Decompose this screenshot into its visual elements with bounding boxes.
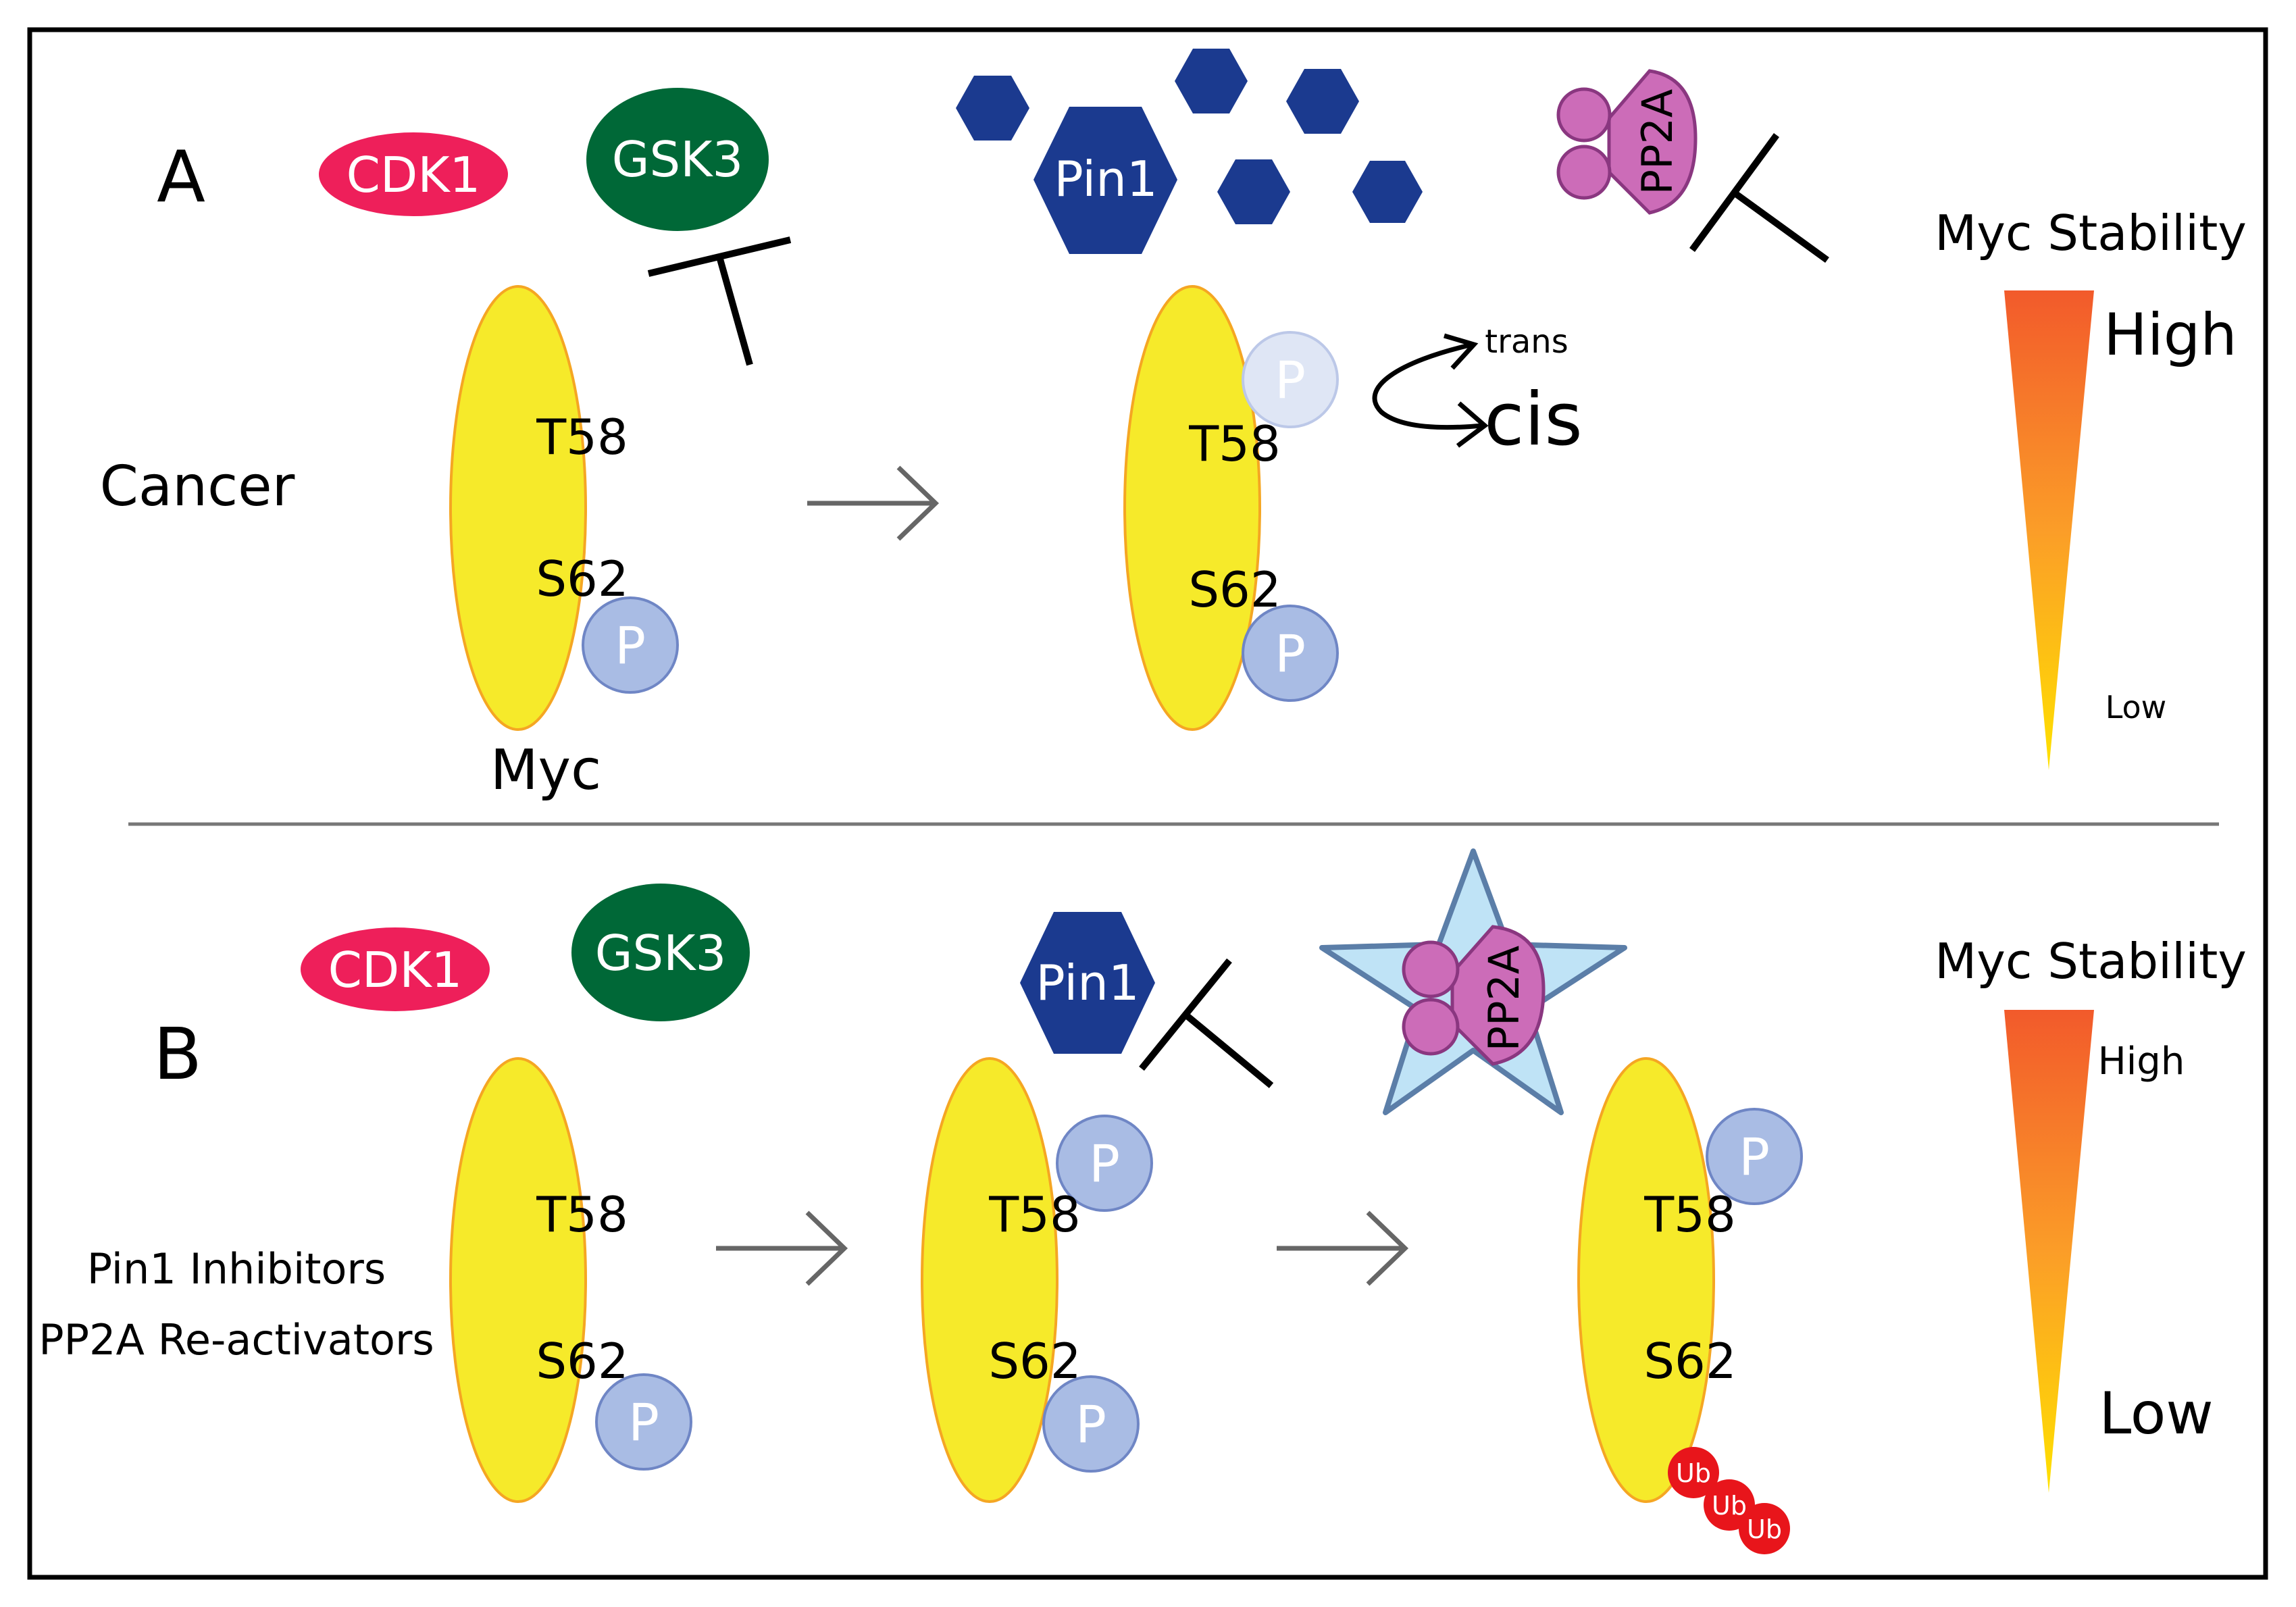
site-t58: T58 [536,409,628,465]
pin1-small-hexagon [1175,49,1248,113]
pin1-inhibition-symbol [1139,958,1274,1088]
panel-b-label: B [153,1013,202,1096]
stability-wedge-a [2004,290,2094,770]
figure-border [27,27,2268,1580]
svg-text:P: P [615,615,646,675]
phosphate-t58 [1056,1115,1153,1212]
myc-protein-b3: P T58 S62 Ub Ub Ub [1577,1057,1803,1554]
panel-a: A Cancer CDK1 GSK3 Pin1 [100,49,2247,802]
svg-text:P: P [1739,1127,1770,1187]
pin1-cluster-a [956,49,1423,254]
phosphate-s62 [1042,1375,1140,1473]
myc-protein-b1: T58 S62 P [449,1057,692,1503]
pin1-small-hexagon [1217,159,1290,224]
site-t58: T58 [1188,415,1281,472]
svg-text:CDK1: CDK1 [347,147,481,203]
reaction-arrow-b2 [1277,1210,1409,1286]
pin1-hexagon-large [1034,107,1177,254]
pin1-small-hexagon [1352,161,1423,223]
myc-protein-a1: T58 S62 P [449,285,679,731]
panel-b: B Pin1 Inhibitors PP2A Re-activators CDK… [39,848,2247,1554]
site-s62: S62 [536,551,628,607]
condition-pp2a-reactivators: PP2A Re-activators [39,1315,434,1364]
svg-text:CDK1: CDK1 [328,942,463,998]
pp2a-activated-star: PP2A [1319,848,1627,1115]
pp2a-inhibition-symbol [1689,133,1829,263]
myc-stability-title-b: Myc Stability [1935,933,2247,990]
svg-text:Ub: Ub [1676,1458,1711,1488]
pin1-label-a: Pin1 [1054,151,1157,207]
phosphate-s62 [1242,605,1339,702]
phosphate-s62 [582,596,679,694]
pin1-small-hexagon [956,76,1029,141]
cdk1-enzyme-b: CDK1 [301,927,490,1011]
site-t58: T58 [1643,1186,1736,1243]
gsk3-enzyme-a: GSK3 [586,88,769,231]
stability-low-a: Low [2106,689,2167,725]
condition-pin1-inhibitors: Pin1 Inhibitors [87,1244,386,1294]
stability-wedge-b [2004,1010,2094,1493]
ubiquitin-chain: Ub Ub Ub [1668,1447,1790,1554]
reaction-arrow-b1 [716,1210,848,1286]
myc-label: Myc [490,738,601,802]
stability-high-b: High [2098,1040,2185,1083]
site-s62: S62 [1188,561,1281,618]
svg-text:P: P [628,1392,659,1452]
site-s62: S62 [988,1333,1081,1389]
pin1-small-hexagon [1286,69,1359,134]
myc-protein-b2: P T58 S62 P [921,1057,1153,1503]
cis-label: cis [1484,378,1583,462]
svg-text:PP2A: PP2A [1479,946,1529,1052]
svg-text:P: P [1275,623,1306,684]
pin1-enzyme-b: Pin1 [1020,912,1155,1054]
svg-text:GSK3: GSK3 [612,131,744,188]
svg-text:GSK3: GSK3 [595,925,727,981]
gsk3-inhibition-symbol [647,236,792,366]
panel-a-label: A [157,136,205,218]
phosphate-t58-faded [1242,331,1339,428]
svg-text:Pin1: Pin1 [1036,954,1139,1011]
cdk1-enzyme-a: CDK1 [319,132,508,216]
stability-high-a: High [2103,301,2237,369]
svg-text:PP2A: PP2A [1633,89,1682,195]
site-t58: T58 [988,1186,1081,1243]
site-s62: S62 [1643,1333,1736,1389]
site-t58: T58 [536,1186,628,1243]
site-s62: S62 [536,1333,628,1389]
myc-stability-title-a: Myc Stability [1935,205,2247,261]
gsk3-enzyme-b: GSK3 [571,884,750,1021]
svg-text:P: P [1089,1133,1120,1194]
reaction-arrow-a [807,465,940,541]
myc-protein-a2: P T58 S62 P [1123,285,1339,731]
phosphate-s62 [595,1373,692,1471]
isomerization-arrow [1372,333,1489,448]
svg-text:P: P [1275,350,1306,410]
cancer-label: Cancer [100,455,295,519]
pp2a-enzyme-a: PP2A [1556,69,1698,215]
svg-text:Ub: Ub [1712,1491,1747,1521]
svg-text:P: P [1075,1394,1106,1454]
phosphate-t58 [1706,1108,1803,1205]
svg-text:Ub: Ub [1747,1514,1782,1544]
trans-label: trans [1485,323,1568,361]
stability-low-b: Low [2099,1380,2213,1448]
